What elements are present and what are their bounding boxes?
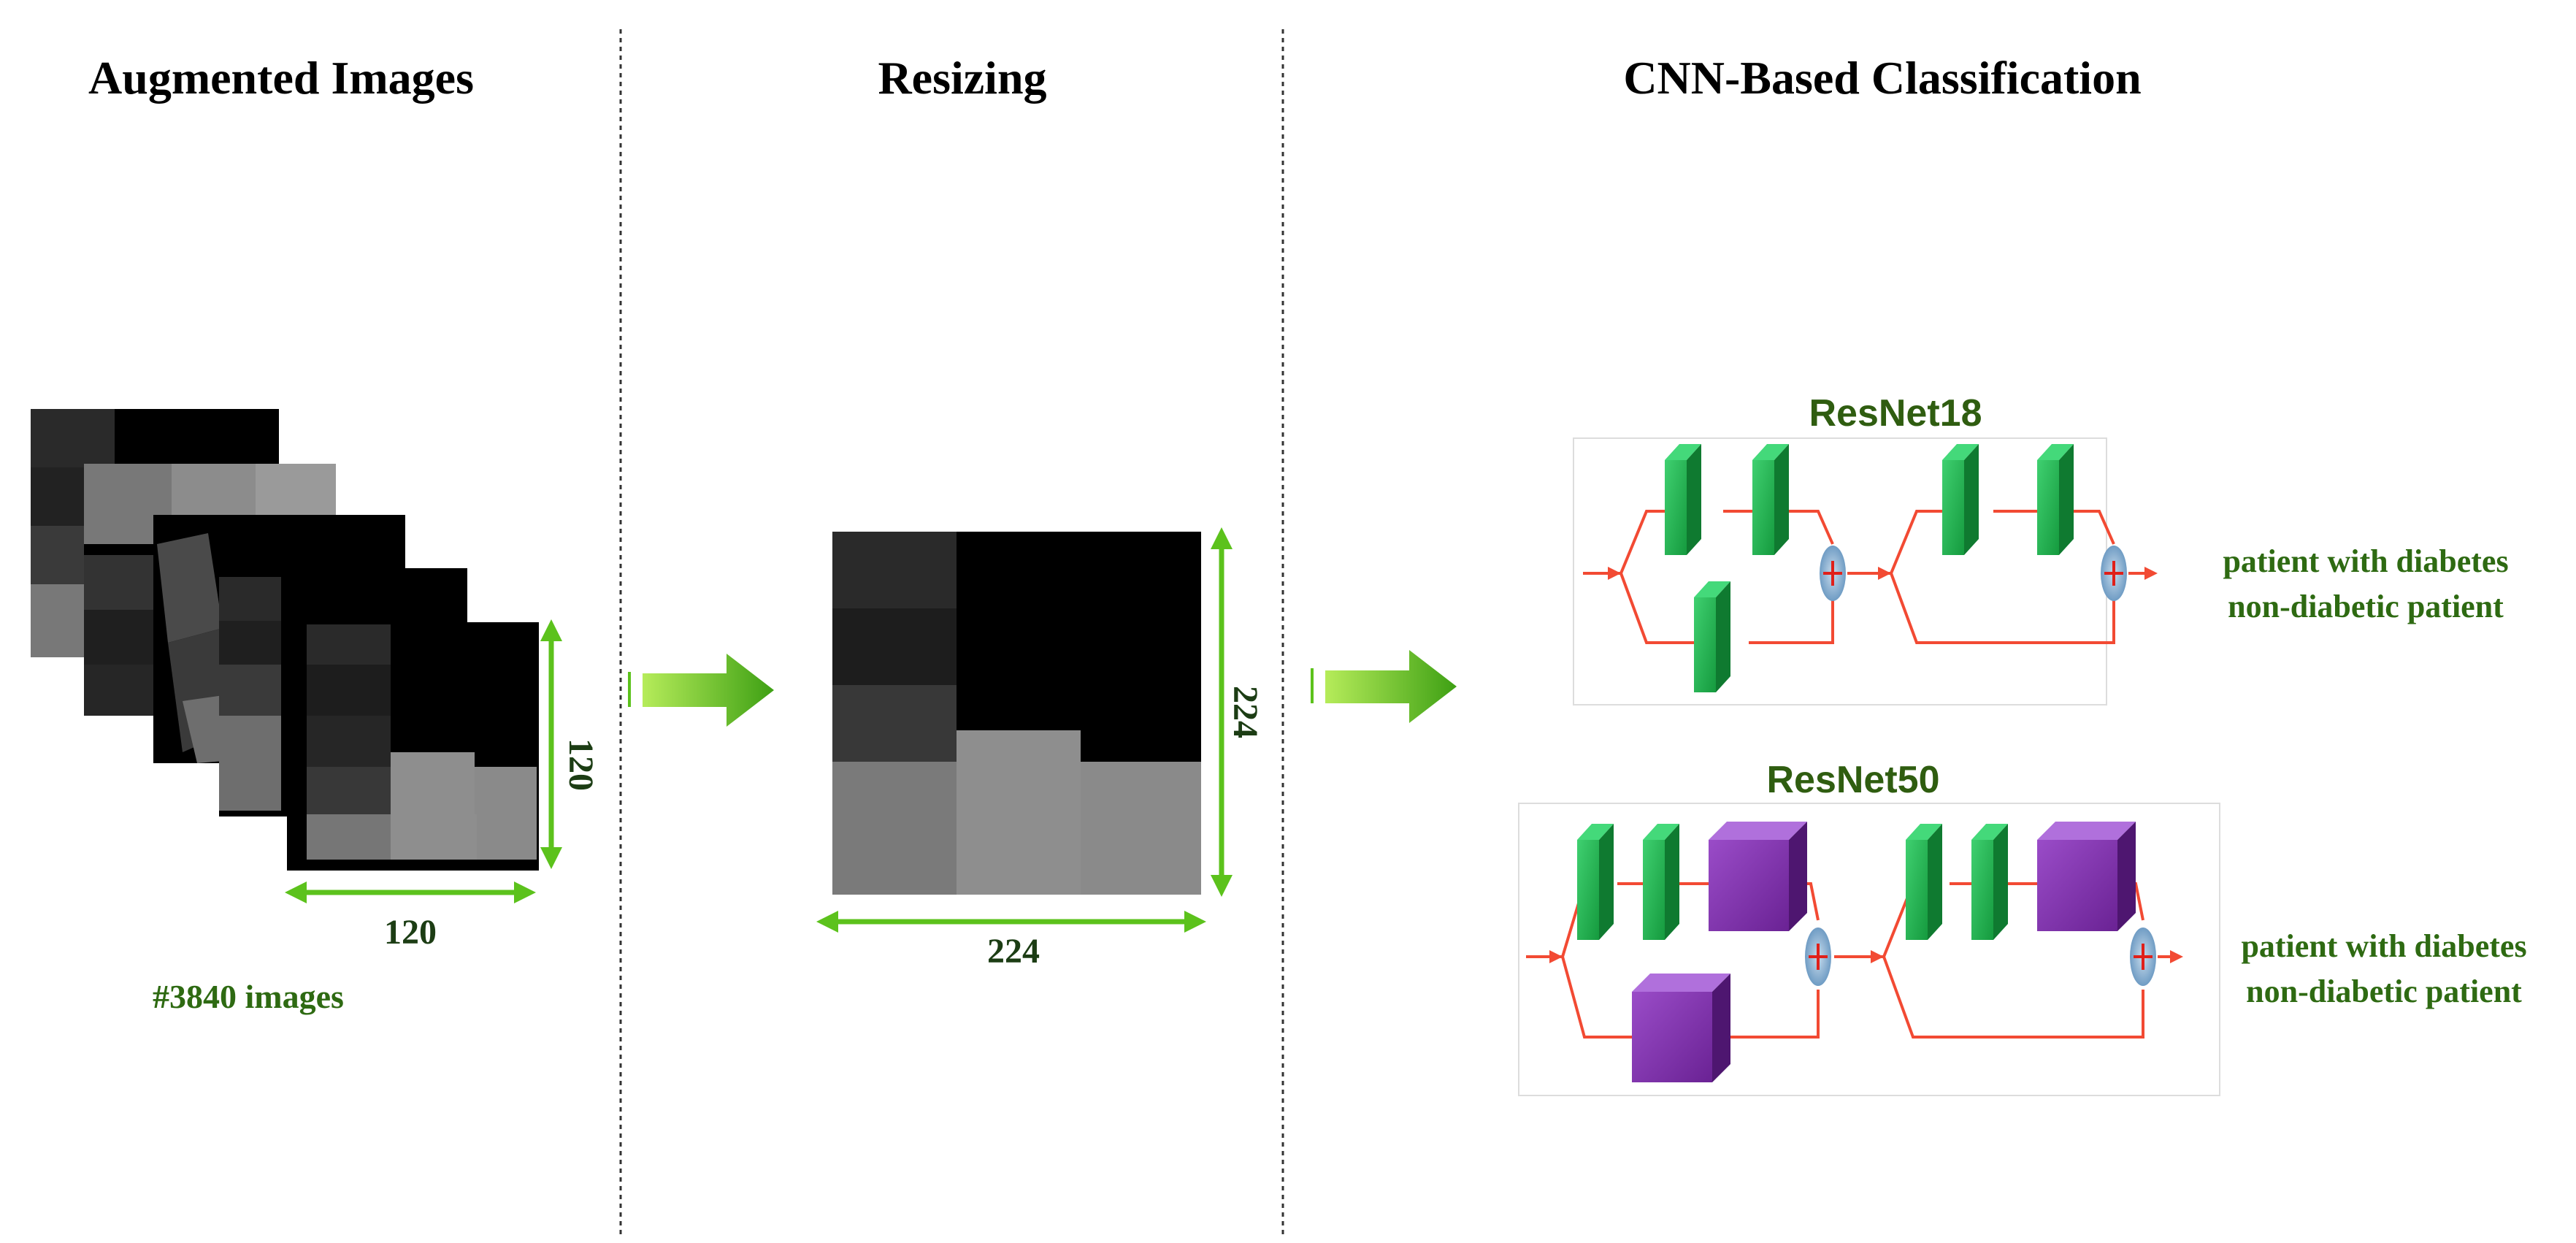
- image-count-label: #3840 images: [153, 978, 344, 1015]
- width-dimension-arrow: [816, 911, 1206, 933]
- resnet18-diagram: ResNet18: [1573, 392, 2509, 705]
- conv-block: [1694, 581, 1730, 692]
- resized-image: [832, 532, 1201, 895]
- arrowheads: [1608, 567, 2158, 580]
- width-dimension-label: 224: [987, 932, 1040, 971]
- flow-arrow: [628, 654, 774, 727]
- sum-node: [2130, 928, 2156, 986]
- sum-node: [1805, 928, 1831, 986]
- height-dimension-label: 224: [1226, 686, 1265, 738]
- resnet18-label: ResNet18: [1809, 392, 1982, 435]
- height-dimension-arrow: [1211, 527, 1233, 897]
- resnet50-diagram: ResNet50: [1518, 759, 2527, 1096]
- output-class-label: patient with diabetes: [2241, 928, 2526, 964]
- sum-node: [1820, 546, 1846, 601]
- augmented-image-front: [287, 622, 539, 871]
- flow-arrow: [1311, 650, 1457, 723]
- output-class-label: non-diabetic patient: [2246, 974, 2522, 1009]
- conv-block: [1971, 824, 2008, 940]
- conv-block: [1906, 824, 1942, 940]
- bottleneck-block: [1709, 822, 1807, 931]
- resnet50-label: ResNet50: [1766, 759, 1939, 801]
- conv-block: [1752, 444, 1789, 555]
- width-dimension-label: 120: [384, 913, 437, 952]
- height-dimension-arrow: [540, 619, 562, 869]
- diagram-frame: [1518, 803, 2220, 1096]
- conv-block: [2037, 444, 2074, 555]
- output-class-label: non-diabetic patient: [2228, 589, 2504, 624]
- output-class-label: patient with diabetes: [2223, 543, 2508, 579]
- width-dimension-arrow: [285, 881, 536, 903]
- resizing-title: Resizing: [878, 52, 1046, 104]
- bottleneck-block: [1632, 974, 1730, 1082]
- sum-node: [2101, 546, 2127, 601]
- arrowheads: [1549, 950, 2183, 963]
- conv-block: [1643, 824, 1679, 940]
- bottleneck-block: [2037, 822, 2136, 931]
- residual-connections: [1526, 882, 2180, 1039]
- height-dimension-label: 120: [561, 738, 600, 791]
- classification-title: CNN-Based Classification: [1623, 52, 2141, 104]
- augmented-image-stack: [31, 409, 539, 871]
- augmented-images-title: Augmented Images: [88, 52, 474, 104]
- conv-block: [1577, 824, 1614, 940]
- conv-block: [1665, 444, 1701, 555]
- conv-block: [1942, 444, 1979, 555]
